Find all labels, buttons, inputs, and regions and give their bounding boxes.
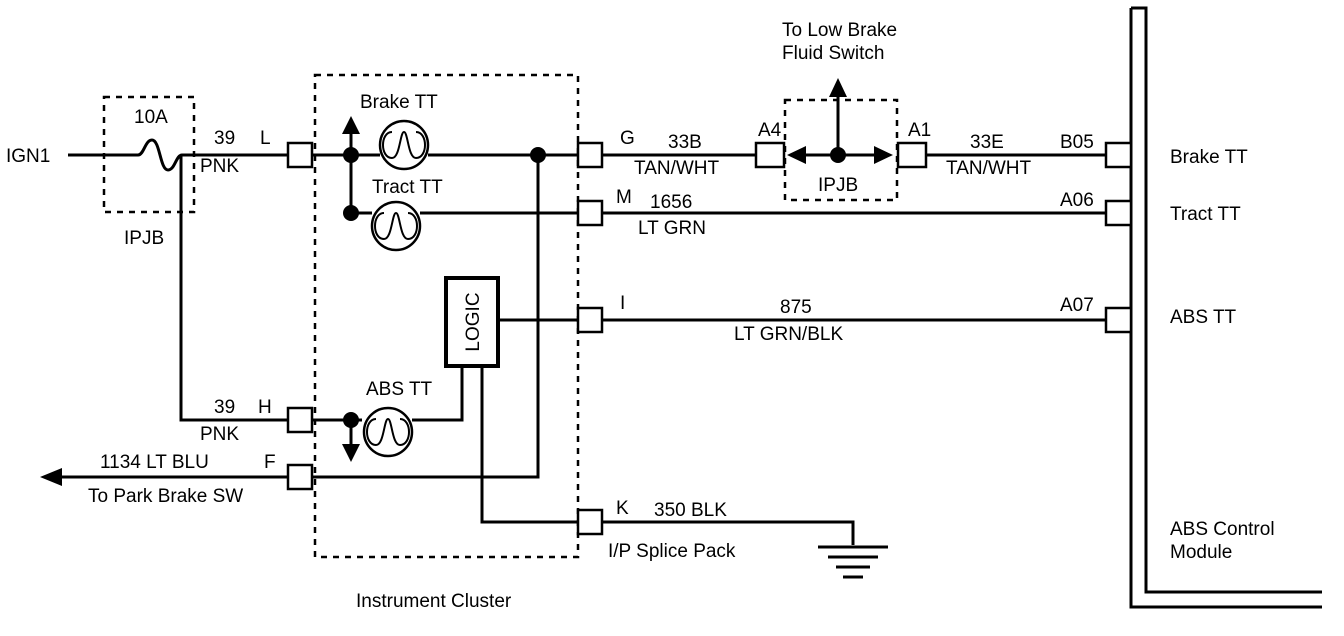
ipjb-left-label: IPJB: [124, 228, 164, 249]
abs-down-arrow: [342, 444, 360, 462]
terminal-m: [576, 199, 604, 227]
lt-grn-blk-label: LT GRN/BLK: [734, 324, 843, 345]
terminal-f: [286, 463, 314, 491]
module-abs-tt-label: ABS TT: [1170, 307, 1237, 328]
terminal-a06: [1104, 199, 1133, 227]
ip-splice-label: I/P Splice Pack: [608, 541, 736, 562]
terminal-i: [576, 306, 604, 334]
logic-block: [444, 276, 500, 368]
junction-dot: [530, 147, 546, 163]
to-low-brake-label-2: Fluid Switch: [782, 43, 884, 64]
module-tract-tt-label: Tract TT: [1170, 204, 1241, 225]
wire-33e-label: 33E: [970, 132, 1004, 153]
pin-f-label: F: [264, 452, 276, 473]
a1-right-arrow: [874, 146, 893, 164]
pin-k-label: K: [616, 498, 629, 519]
ground-icon: [818, 545, 888, 579]
pnk-wire-39-bottom: [179, 155, 288, 422]
terminal-a4: [754, 141, 786, 169]
to-low-brake-label-1: To Low Brake: [782, 20, 897, 41]
tan-wht-right-label: TAN/WHT: [946, 158, 1032, 179]
pin-l-label: L: [260, 128, 271, 149]
pin-b05-label: B05: [1060, 132, 1094, 153]
terminal-l: [286, 141, 314, 169]
fuse-label: 10A: [134, 107, 168, 128]
tan-wht-left-label: TAN/WHT: [634, 158, 720, 179]
pnk-top-label: PNK: [200, 156, 239, 177]
logic-to-k: [480, 365, 578, 524]
abs-tt-lamp-label: ABS TT: [366, 379, 433, 400]
park-brake-label: To Park Brake SW: [88, 486, 243, 507]
pin-a06-label: A06: [1060, 190, 1094, 211]
terminal-a1: [896, 141, 928, 169]
pin-a1-label: A1: [908, 120, 931, 141]
terminal-k: [576, 508, 604, 536]
pin-a07-label: A07: [1060, 295, 1094, 316]
wire-33b-label: 33B: [668, 132, 702, 153]
junction-dot: [830, 147, 846, 163]
tract-tt-lamp-label: Tract TT: [372, 177, 443, 198]
pin-g-label: G: [620, 128, 635, 149]
pin-h-label: H: [258, 397, 272, 418]
pnk-bottom-label: PNK: [200, 424, 239, 445]
tract-tt-lamp: [370, 200, 422, 252]
junction-dot: [343, 412, 359, 428]
ign1-label: IGN1: [6, 146, 50, 167]
park-brake-arrow: [40, 468, 62, 486]
terminal-g: [576, 141, 604, 169]
terminal-b05: [1104, 141, 1133, 169]
wire-875-label: 875: [780, 297, 812, 318]
wire-350-label: 350 BLK: [654, 500, 727, 521]
wire-39-top-label: 39: [214, 128, 235, 149]
terminal-h: [286, 406, 314, 434]
junction-dot: [343, 205, 359, 221]
junction-dot: [343, 147, 359, 163]
instrument-cluster-label: Instrument Cluster: [356, 591, 512, 612]
module-brake-tt-label: Brake TT: [1170, 147, 1248, 168]
internal-ground-link: [312, 155, 540, 479]
pin-m-label: M: [616, 187, 632, 208]
wire-1134-label: 1134 LT BLU: [100, 452, 209, 473]
low-brake-up-arrow: [829, 78, 847, 97]
ign1-wire: [68, 138, 288, 172]
ipjb-right-label: IPJB: [818, 175, 858, 196]
a4-left-arrow: [787, 146, 806, 164]
wire-350-blk: [602, 520, 855, 545]
lt-grn-label: LT GRN: [638, 218, 706, 239]
logic-label: LOGIC: [463, 292, 484, 351]
brake-up-arrow: [342, 116, 360, 134]
pin-a4-label: A4: [758, 120, 782, 141]
module-name-label-1: ABS Control: [1170, 519, 1275, 540]
module-name-label-2: Module: [1170, 542, 1232, 563]
pin-i-label: I: [620, 293, 625, 314]
wire-39-bottom-label: 39: [214, 397, 235, 418]
terminal-a07: [1104, 306, 1133, 334]
brake-tt-lamp-label: Brake TT: [360, 92, 438, 113]
abs-tt-lamp: [362, 406, 414, 458]
brake-tt-lamp: [378, 119, 430, 171]
wire-1656-label: 1656: [650, 192, 692, 213]
